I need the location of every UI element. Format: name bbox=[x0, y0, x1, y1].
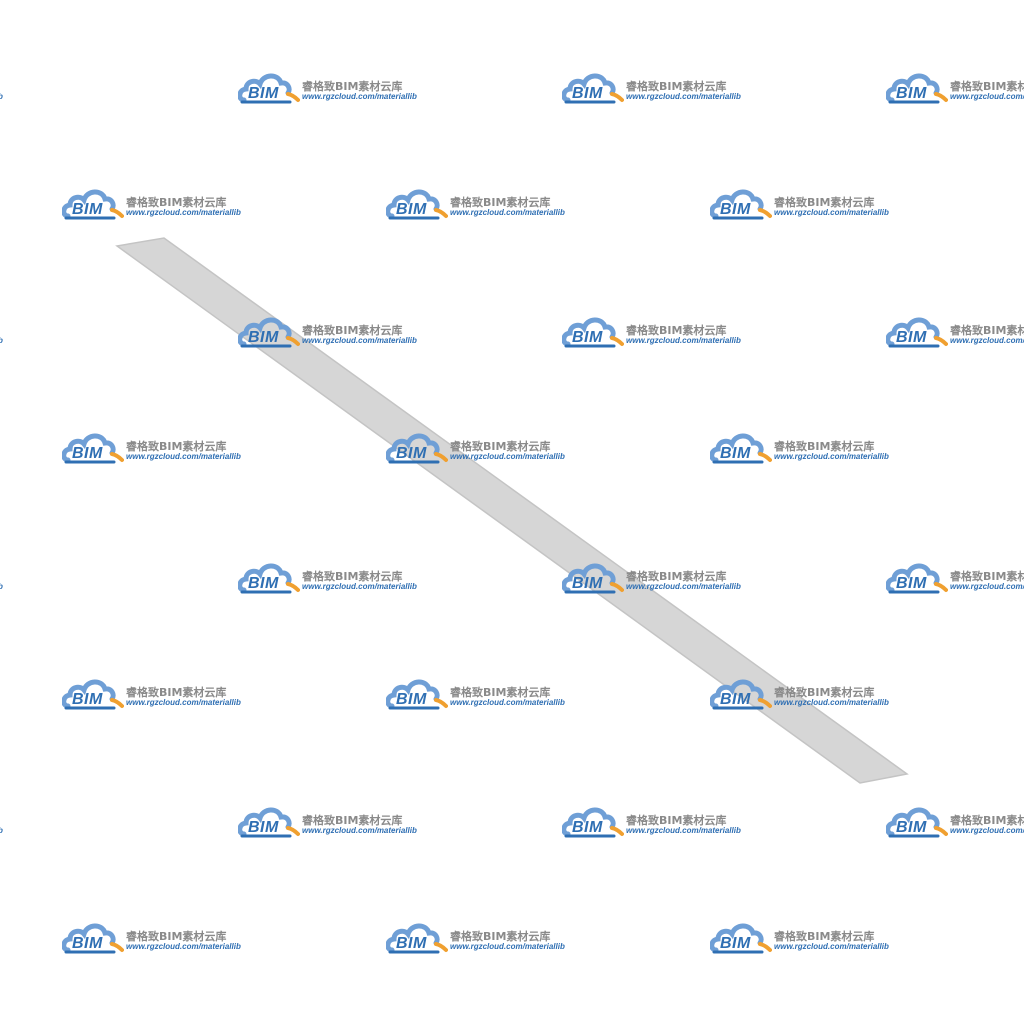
plank-face bbox=[115, 237, 909, 784]
